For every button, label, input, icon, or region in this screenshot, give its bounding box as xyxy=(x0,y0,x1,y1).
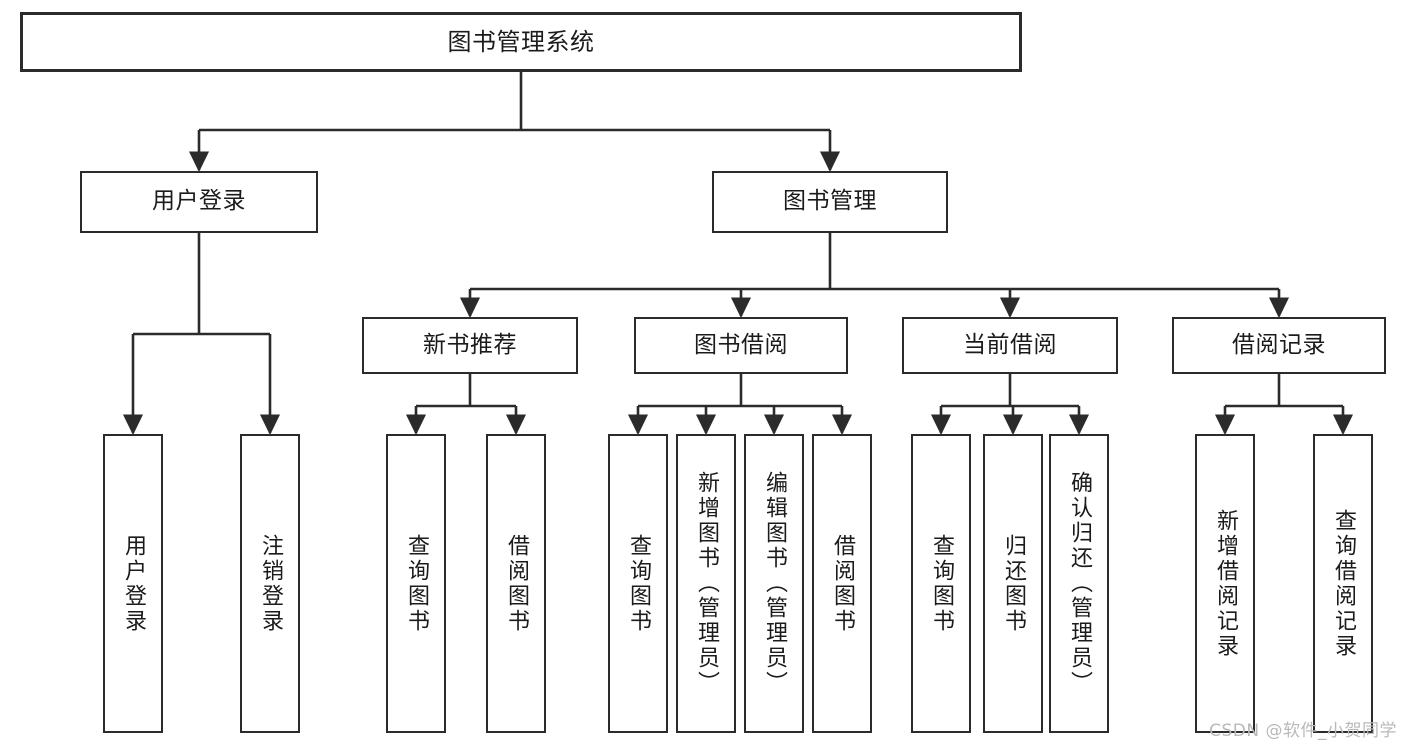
node-leaf-query-book-1[interactable]: 查询图书 xyxy=(386,434,446,733)
node-user-login[interactable]: 用户登录 xyxy=(80,171,318,233)
node-label-new-book-rec: 新书推荐 xyxy=(423,331,517,358)
node-label-leaf-query-book-1: 查询图书 xyxy=(404,533,429,634)
node-label-user-login: 用户登录 xyxy=(152,188,246,215)
node-label-leaf-add-book: 新增图书（管理员） xyxy=(694,471,719,696)
node-leaf-query-book-2[interactable]: 查询图书 xyxy=(608,434,668,733)
node-label-leaf-user-login: 用户登录 xyxy=(121,533,146,634)
node-leaf-add-book[interactable]: 新增图书（管理员） xyxy=(676,434,736,733)
node-leaf-borrow-book-2[interactable]: 借阅图书 xyxy=(812,434,872,733)
node-label-leaf-query-book-3: 查询图书 xyxy=(929,533,954,634)
node-label-book-manage: 图书管理 xyxy=(783,188,877,215)
node-book-manage[interactable]: 图书管理 xyxy=(712,171,948,233)
node-label-leaf-user-logout: 注销登录 xyxy=(258,533,283,634)
node-label-leaf-edit-book: 编辑图书（管理员） xyxy=(762,471,787,696)
node-label-leaf-borrow-book-1: 借阅图书 xyxy=(504,533,529,634)
node-label-borrow-record: 借阅记录 xyxy=(1232,331,1326,358)
node-label-root: 图书管理系统 xyxy=(447,27,595,56)
node-label-leaf-return-book: 归还图书 xyxy=(1001,533,1026,634)
node-leaf-edit-book[interactable]: 编辑图书（管理员） xyxy=(744,434,804,733)
node-book-borrow[interactable]: 图书借阅 xyxy=(634,317,848,374)
node-root[interactable]: 图书管理系统 xyxy=(20,12,1022,72)
node-label-leaf-query-record: 查询借阅记录 xyxy=(1331,508,1356,659)
node-label-current-borrow: 当前借阅 xyxy=(963,331,1057,358)
node-leaf-query-record[interactable]: 查询借阅记录 xyxy=(1313,434,1373,733)
node-leaf-return-book[interactable]: 归还图书 xyxy=(983,434,1043,733)
node-leaf-confirm-return[interactable]: 确认归还（管理员） xyxy=(1049,434,1109,733)
node-current-borrow[interactable]: 当前借阅 xyxy=(902,317,1118,374)
node-label-leaf-query-book-2: 查询图书 xyxy=(626,533,651,634)
node-leaf-user-logout[interactable]: 注销登录 xyxy=(240,434,300,733)
node-new-book-rec[interactable]: 新书推荐 xyxy=(362,317,578,374)
node-leaf-borrow-book-1[interactable]: 借阅图书 xyxy=(486,434,546,733)
node-leaf-add-record[interactable]: 新增借阅记录 xyxy=(1195,434,1255,733)
node-label-leaf-add-record: 新增借阅记录 xyxy=(1213,508,1238,659)
node-leaf-query-book-3[interactable]: 查询图书 xyxy=(911,434,971,733)
node-label-book-borrow: 图书借阅 xyxy=(694,331,788,358)
node-borrow-record[interactable]: 借阅记录 xyxy=(1172,317,1386,374)
node-label-leaf-confirm-return: 确认归还（管理员） xyxy=(1067,471,1092,696)
node-label-leaf-borrow-book-2: 借阅图书 xyxy=(830,533,855,634)
node-leaf-user-login[interactable]: 用户登录 xyxy=(103,434,163,733)
